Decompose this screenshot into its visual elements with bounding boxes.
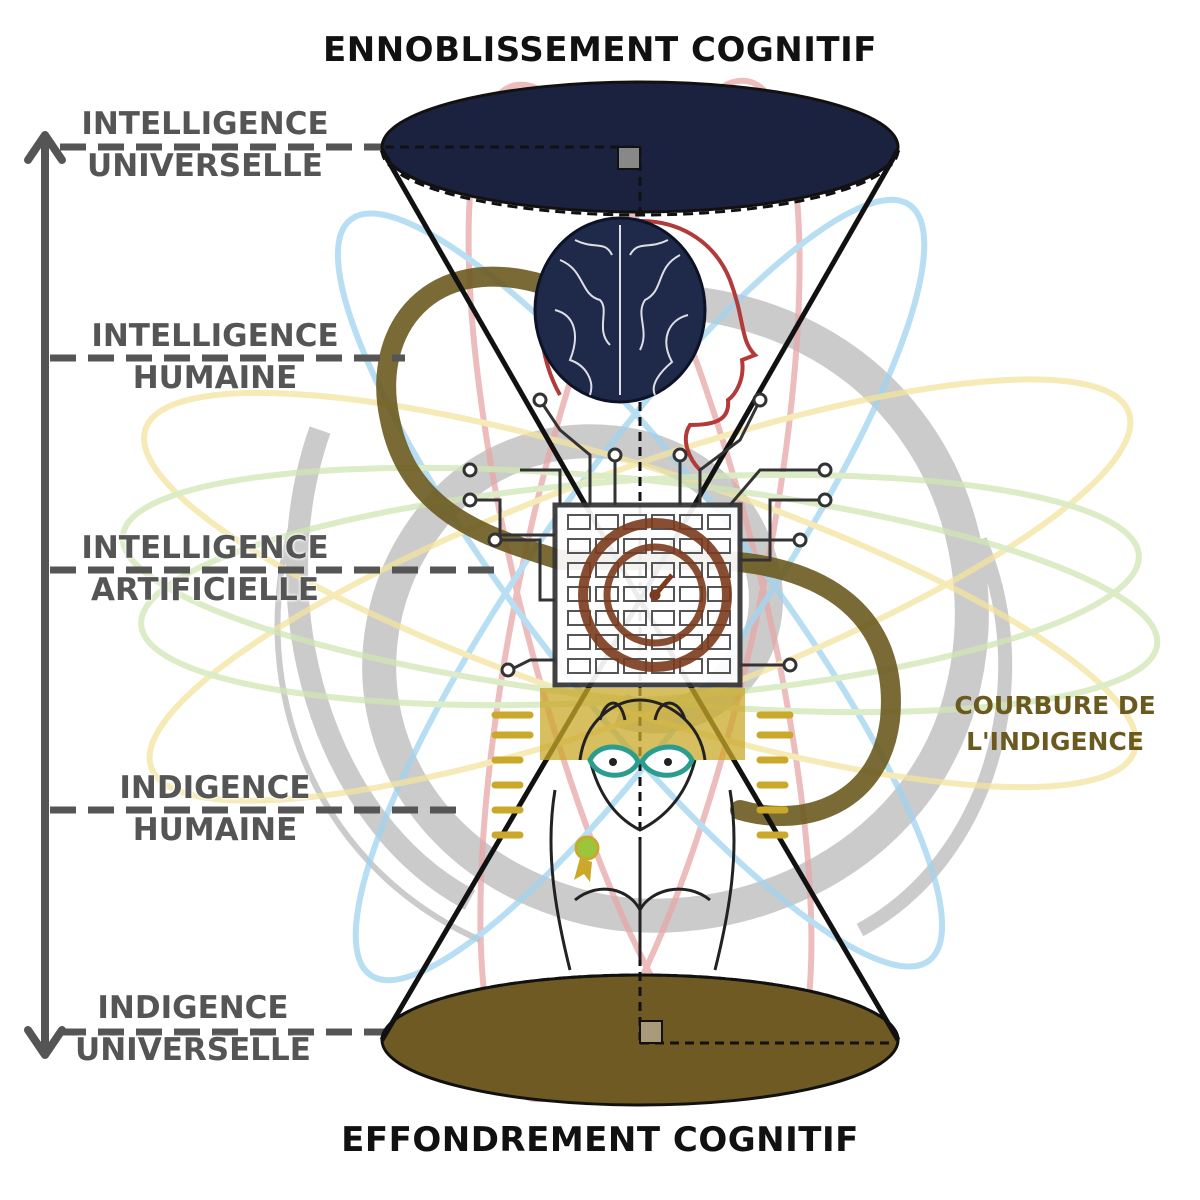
level-label-human-intelligence: INTELLIGENCE HUMAINE (70, 315, 360, 399)
level-label-line: INDIGENCE (97, 990, 289, 1026)
chip-cell (623, 586, 647, 602)
level-label-line: HUMAINE (132, 812, 298, 848)
masked-figure-icon (549, 698, 736, 971)
curve-label-line: COURBURE DE (954, 691, 1156, 720)
level-label-line: INDIGENCE (119, 770, 311, 806)
chip-cell (623, 610, 647, 626)
indigence-curve-label: COURBURE DE L'INDIGENCE (940, 688, 1170, 760)
right-angle-marker-top (617, 146, 641, 170)
chip-cell (595, 514, 619, 530)
level-label-line: ARTIFICIELLE (90, 572, 319, 608)
level-label-universal-intelligence: INTELLIGENCE UNIVERSELLE (60, 103, 350, 187)
level-label-line: INTELLIGENCE (91, 318, 339, 354)
chip-cell (567, 538, 591, 554)
chip-cell (567, 634, 591, 650)
chip-cell (567, 514, 591, 530)
chip-cell (651, 562, 675, 578)
level-label-line: INTELLIGENCE (81, 106, 329, 142)
level-label-line: UNIVERSELLE (75, 1032, 311, 1068)
level-label-human-indigence: INDIGENCE HUMAINE (70, 767, 360, 851)
chip-cell (679, 634, 703, 650)
level-label-line: UNIVERSELLE (87, 148, 323, 184)
top-title: ENNOBLISSEMENT COGNITIF (323, 30, 877, 70)
chip-cell (707, 658, 731, 674)
vertical-double-arrow-icon (24, 131, 66, 1059)
bottom-title: EFFONDREMENT COGNITIF (341, 1120, 859, 1160)
chip-cell (651, 610, 675, 626)
level-label-artificial-intelligence: INTELLIGENCE ARTIFICIELLE (60, 527, 350, 611)
right-angle-marker-bottom (639, 1020, 663, 1044)
chip-cell (707, 514, 731, 530)
chip-cell (623, 562, 647, 578)
curve-label-line: L'INDIGENCE (966, 727, 1144, 756)
level-connectors (50, 143, 505, 1036)
award-ribbon-icon (574, 835, 600, 882)
brain-icon (533, 216, 707, 404)
mask-eyes (587, 744, 695, 778)
radius-markers (385, 145, 895, 1045)
level-label-universal-indigence: INDIGENCE UNIVERSELLE (48, 987, 338, 1071)
chip-cell (595, 658, 619, 674)
level-label-line: HUMAINE (132, 360, 298, 396)
gauge-icon (578, 518, 732, 672)
chip-cell (567, 658, 591, 674)
level-label-line: INTELLIGENCE (81, 530, 329, 566)
side-pins (491, 711, 794, 839)
